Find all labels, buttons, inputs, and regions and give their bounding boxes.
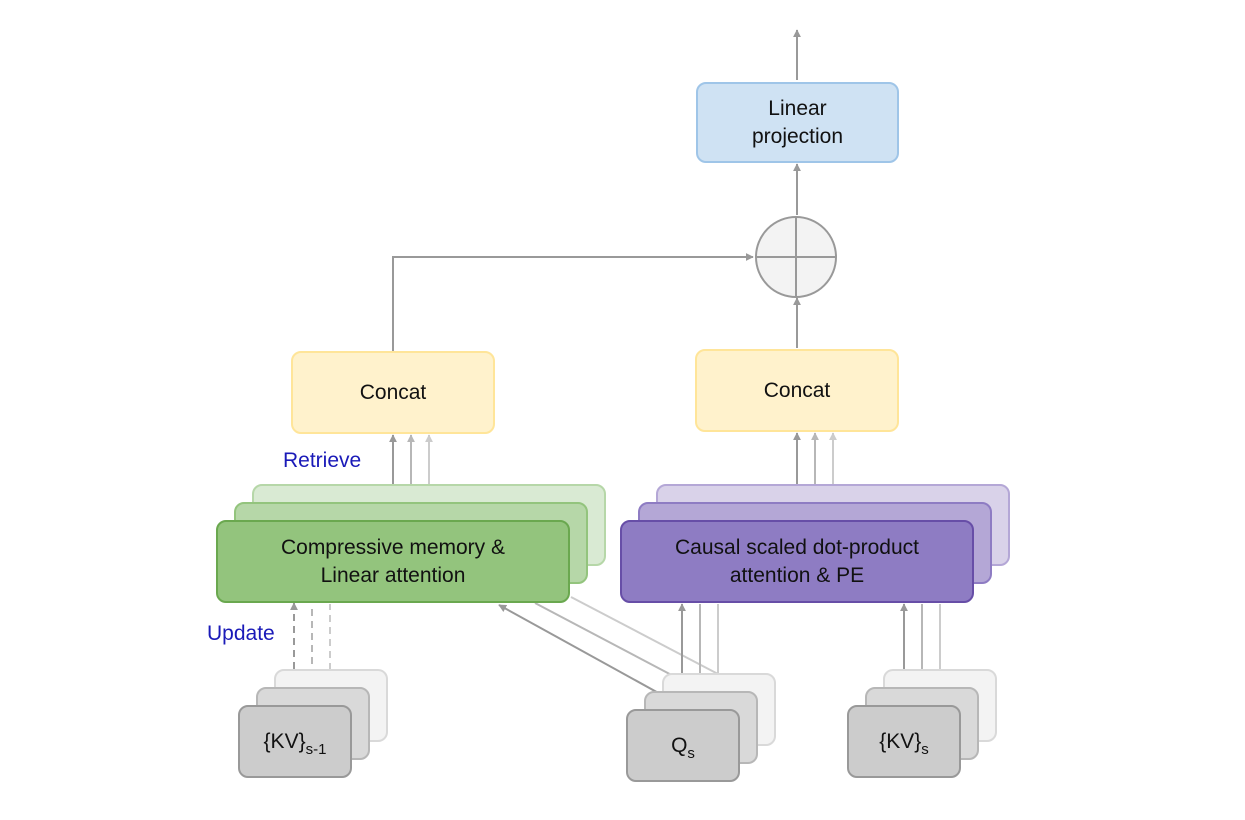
causal-attention-line-1: Causal scaled dot-product (675, 535, 919, 559)
linear-projection-line-2: projection (751, 124, 844, 148)
concat-right-label: Concat (763, 378, 831, 402)
causal-attention-node: Causal scaled dot-product attention & PE (620, 520, 974, 603)
query-subscript: s (687, 744, 695, 762)
kv-prev-node: {KV}s-1 (238, 705, 352, 778)
concat-left-to-sum-arrow (392, 253, 754, 351)
causal-attention-line-2: attention & PE (729, 563, 865, 587)
kv-curr-subscript: s (921, 740, 929, 758)
linear-projection-line-1: Linear (768, 96, 827, 120)
query-node: Qs (626, 709, 740, 782)
compressive-memory-line-1: Compressive memory & (280, 535, 506, 559)
concat-left-label: Concat (359, 380, 427, 404)
circled-plus-icon (755, 216, 837, 298)
query-label: Q (671, 733, 688, 757)
kv-curr-label: {KV} (879, 729, 922, 753)
kv-prev-subscript: s-1 (305, 740, 327, 758)
compressive-memory-node: Compressive memory & Linear attention (216, 520, 570, 603)
compressive-memory-line-2: Linear attention (320, 563, 466, 587)
kv-prev-label: {KV} (263, 729, 306, 753)
concat-left-node: Concat (291, 351, 495, 434)
query-to-memory-arrow-3 (570, 596, 719, 675)
concat-right-node: Concat (695, 349, 899, 432)
query-to-memory-arrow-1 (498, 604, 683, 707)
update-label: Update (207, 622, 275, 645)
retrieve-label: Retrieve (283, 449, 362, 472)
kv-curr-node: {KV}s (847, 705, 961, 778)
linear-projection-node: Linear projection (696, 82, 899, 163)
